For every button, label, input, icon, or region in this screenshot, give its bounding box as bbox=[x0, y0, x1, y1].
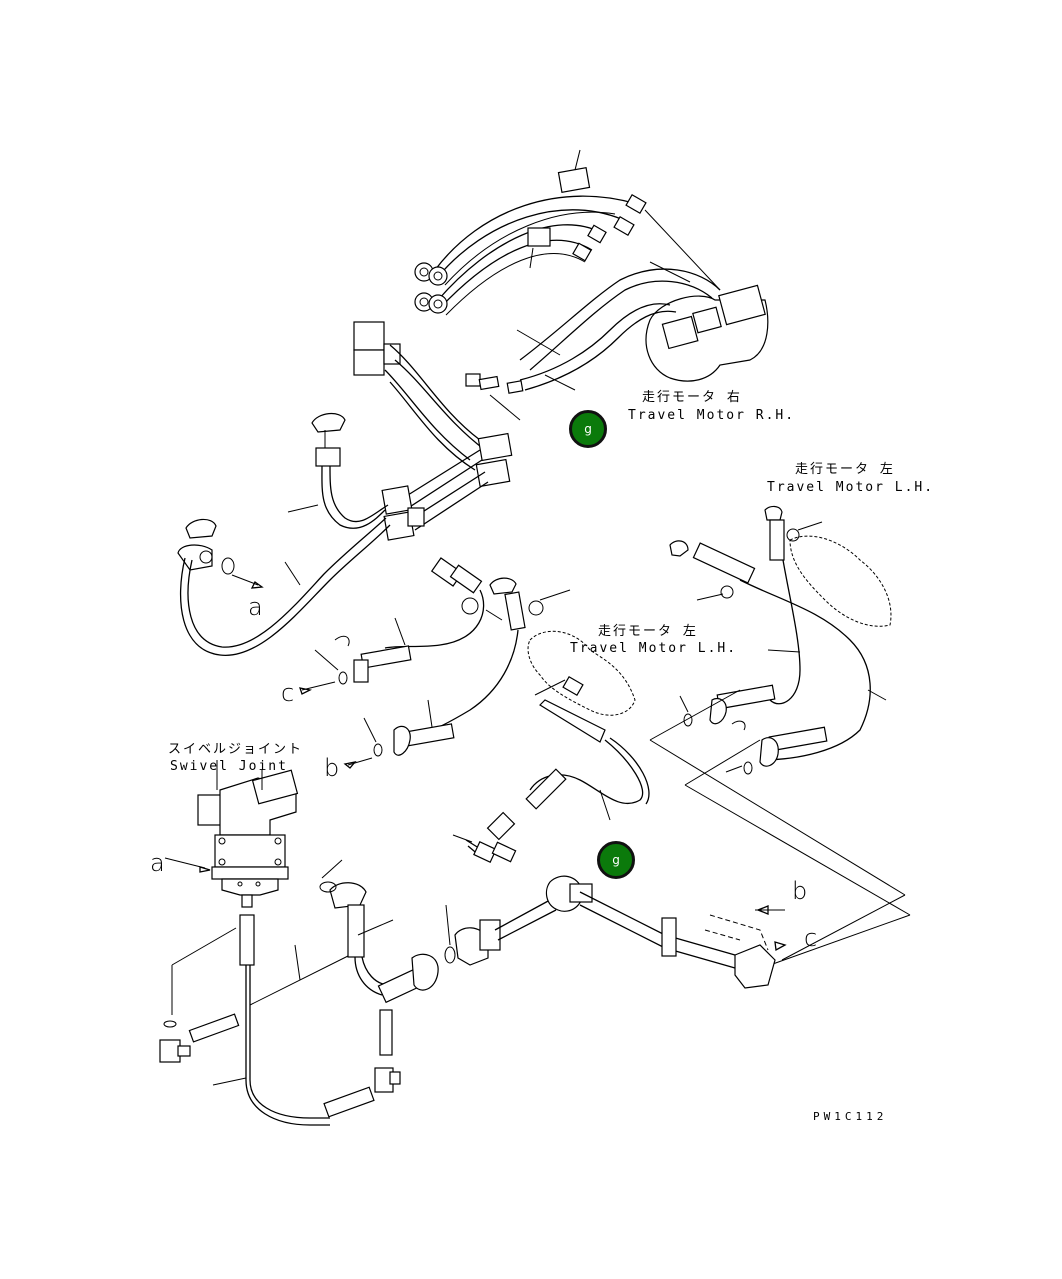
ref-letter-b-right: b bbox=[792, 877, 808, 905]
upper-hose-bundle bbox=[414, 149, 721, 316]
middle-hose-assemblies bbox=[299, 557, 571, 769]
green-marker-1-label: g bbox=[584, 422, 592, 436]
swivel-joint-body bbox=[164, 760, 299, 908]
callout-leaders bbox=[649, 689, 911, 966]
green-marker-2[interactable]: g bbox=[597, 841, 635, 879]
green-marker-1[interactable]: g bbox=[569, 410, 607, 448]
travel-motor-rh-label-en: Travel Motor R.H. bbox=[628, 408, 796, 423]
green-marker-2-label: g bbox=[612, 853, 620, 867]
ref-letter-c-mid: c bbox=[281, 679, 295, 707]
drawing-code: PW1C112 bbox=[813, 1110, 888, 1123]
ref-letter-a-left: a bbox=[150, 849, 165, 877]
ref-letter-a-top: a bbox=[248, 593, 263, 621]
travel-motor-lh-top-label-jp: 走行モータ 左 bbox=[795, 462, 895, 477]
travel-motor-lh-mid-label-jp: 走行モータ 左 bbox=[598, 624, 698, 639]
swivel-joint-label-en: Swivel Joint bbox=[170, 759, 288, 774]
travel-motor-rh-label-jp: 走行モータ 右 bbox=[642, 390, 742, 405]
travel-motor-lh-top-label-en: Travel Motor L.H. bbox=[767, 480, 935, 495]
travel-motor-lh-mid-body bbox=[527, 630, 650, 821]
swivel-joint-label-jp: スイベルジョイント bbox=[168, 742, 304, 757]
ref-letter-b-mid: b bbox=[324, 754, 340, 782]
mid-hose-ladder bbox=[353, 321, 513, 541]
travel-motor-lh-mid-label-en: Travel Motor L.H. bbox=[570, 641, 738, 656]
manifold-piping bbox=[452, 768, 776, 989]
lower-piping bbox=[159, 859, 456, 1126]
travel-motor-rh-body bbox=[465, 261, 769, 421]
travel-motor-lh-top-body bbox=[669, 505, 892, 775]
hose-loop-left bbox=[177, 413, 391, 656]
ref-letter-c-right: c bbox=[804, 924, 818, 952]
